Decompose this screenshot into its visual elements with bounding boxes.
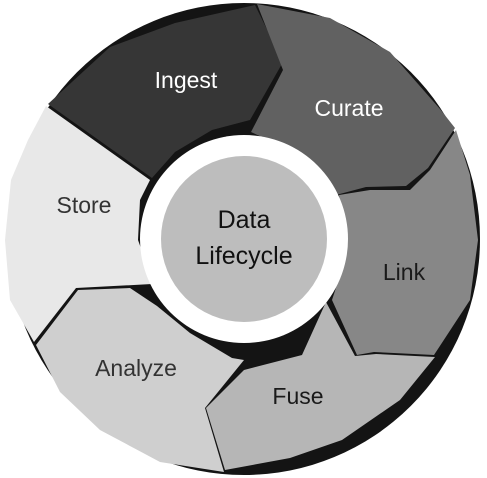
segment-ingest — [48, 5, 283, 178]
lifecycle-segments — [5, 4, 478, 472]
segment-analyze — [36, 288, 244, 472]
stage-label-analyze: Analyze — [95, 355, 177, 381]
segment-link — [332, 130, 478, 355]
stage-label-link: Link — [383, 259, 426, 285]
stage-label-curate: Curate — [314, 95, 383, 121]
center-label-line2: Lifecycle — [195, 242, 292, 270]
segment-curate — [251, 4, 455, 195]
segment-fuse — [206, 302, 435, 470]
stage-label-fuse: Fuse — [272, 383, 323, 409]
center-label-line1: Data — [218, 206, 271, 234]
segment-store — [5, 106, 152, 342]
stage-label-ingest: Ingest — [155, 67, 218, 93]
center-circle — [161, 156, 327, 322]
stage-label-store: Store — [57, 192, 112, 218]
